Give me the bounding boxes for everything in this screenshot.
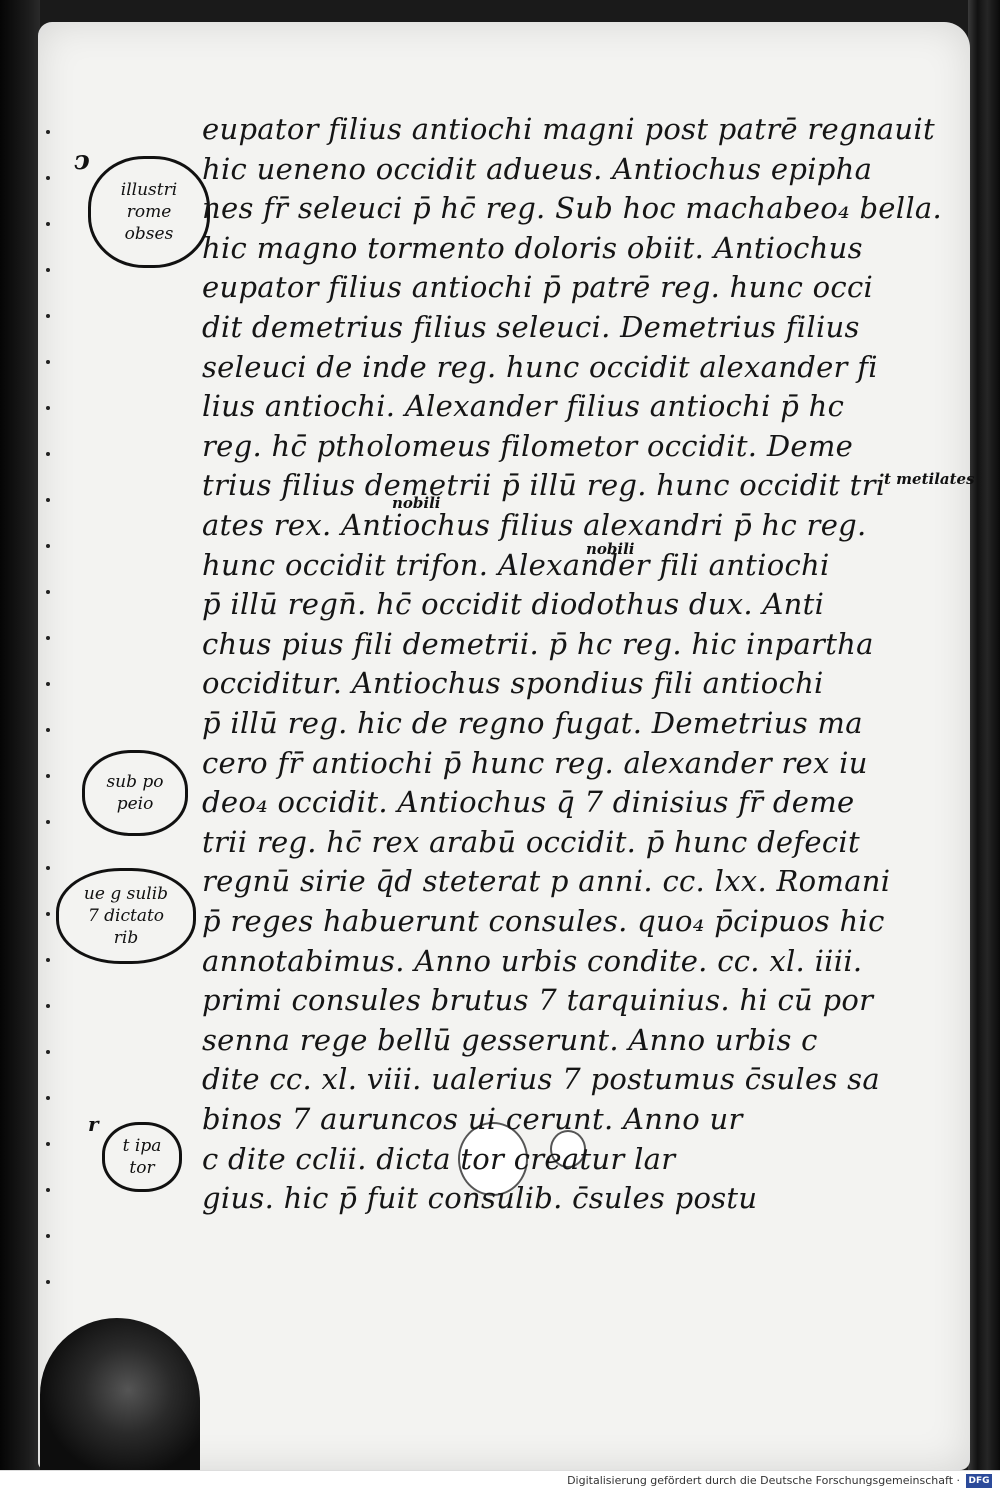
pricking-hole — [46, 728, 50, 732]
manuscript-line: nes fr̄ seleuci p̄ hc̄ reg. Sub hoc mach… — [202, 191, 943, 225]
pricking-hole — [46, 222, 50, 226]
manuscript-line: trius filius demetrii p̄ illū reg. hunc … — [202, 468, 886, 502]
manuscript-line: cero fr̄ antiochi p̄ hunc reg. alexander… — [202, 746, 868, 780]
manuscript-line: dite cc. xl. viii. ualerius 7 postumus c… — [202, 1062, 880, 1096]
marginal-note: sub po peio — [82, 750, 188, 836]
interlinear-gloss: t metilates — [884, 470, 975, 488]
manuscript-line: p̄ illū regn̄. hc̄ occidit diodothus dux… — [202, 587, 825, 621]
pricking-hole — [46, 1050, 50, 1054]
marginal-note: t ipa tor — [102, 1122, 182, 1192]
manuscript-line: hunc occidit trifon. Alexander fili anti… — [202, 548, 830, 582]
parchment-page — [38, 22, 970, 1470]
manuscript-line: senna rege bellū gesserunt. Anno urbis c — [202, 1023, 818, 1057]
pricking-hole — [46, 1234, 50, 1238]
manuscript-line: reg. hc̄ ptholomeus filometor occidit. D… — [202, 429, 854, 463]
marginal-note-line: ue g sulib — [83, 884, 169, 904]
manuscript-line: lius antiochi. Alexander filius antiochi… — [202, 389, 845, 423]
marginal-note-line: sub po — [106, 772, 164, 792]
manuscript-line: hic ueneno occidit adueus. Antiochus epi… — [202, 152, 873, 186]
pricking-hole — [46, 590, 50, 594]
margin-mark: ↄ — [74, 146, 90, 176]
pricking-hole — [46, 360, 50, 364]
manuscript-line: p̄ reges habuerunt consules. quo₄ p̄cipu… — [202, 904, 885, 938]
manuscript-line: primi consules brutus 7 tarquinius. hi c… — [202, 983, 874, 1017]
parchment-hole — [458, 1122, 528, 1196]
manuscript-line: trii reg. hc̄ rex arabū occidit. p̄ hunc… — [202, 825, 860, 859]
thumb-shadow — [40, 1318, 200, 1470]
manuscript-line: hic magno tormento doloris obiit. Antioc… — [202, 231, 863, 265]
manuscript-line: ates rex. Antiochus filius alexandri p̄ … — [202, 508, 867, 542]
marginal-note-line: 7 dictato — [87, 906, 165, 926]
manuscript-line: eupator filius antiochi p̄ patrē reg. hu… — [202, 270, 874, 304]
binding-gutter — [0, 0, 40, 1470]
manuscript-line: binos 7 auruncos ui cerunt. Anno ur — [202, 1102, 743, 1136]
margin-mark: r — [88, 1112, 99, 1136]
manuscript-line: occiditur. Antiochus spondius fili antio… — [202, 666, 824, 700]
page-edge-shadow — [968, 0, 1000, 1470]
pricking-hole — [46, 268, 50, 272]
manuscript-line: seleuci de inde reg. hunc occidit alexan… — [202, 350, 878, 384]
marginal-note-line: rome — [126, 202, 172, 222]
manuscript-line: regnū sirie q̄d steterat p anni. cc. lxx… — [202, 864, 891, 898]
footer-bar: Digitalisierung gefördert durch die Deut… — [0, 1470, 1000, 1493]
pricking-hole — [46, 544, 50, 548]
dfg-logo: DFG — [966, 1474, 992, 1488]
pricking-hole — [46, 820, 50, 824]
manuscript-line: c dite cclii. dicta tor creatur lar — [202, 1142, 676, 1176]
pricking-hole — [46, 498, 50, 502]
funding-credit: Digitalisierung gefördert durch die Deut… — [567, 1474, 960, 1487]
pricking-hole — [46, 1142, 50, 1146]
pricking-hole — [46, 1096, 50, 1100]
pricking-hole — [46, 636, 50, 640]
pricking-hole — [46, 452, 50, 456]
manuscript-line: dit demetrius filius seleuci. Demetrius … — [202, 310, 860, 344]
pricking-hole — [46, 866, 50, 870]
pricking-hole — [46, 1280, 50, 1284]
manuscript-line: gius. hic p̄ fuit consulib. c̄sules post… — [202, 1181, 758, 1215]
manuscript-line: annotabimus. Anno urbis condite. cc. xl.… — [202, 944, 863, 978]
interlinear-gloss: nobili — [586, 540, 635, 558]
pricking-hole — [46, 130, 50, 134]
parchment-hole — [550, 1130, 586, 1168]
manuscript-line: chus pius fili demetrii. p̄ hc reg. hic … — [202, 627, 874, 661]
pricking-hole — [46, 682, 50, 686]
pricking-hole — [46, 958, 50, 962]
interlinear-gloss: nobili — [392, 494, 441, 512]
manuscript-line: p̄ illū reg. hic de regno fugat. Demetri… — [202, 706, 863, 740]
marginal-note-line: t ipa — [122, 1136, 162, 1156]
pricking-hole — [46, 1188, 50, 1192]
marginal-note: illustri rome obses — [88, 156, 210, 268]
pricking-hole — [46, 774, 50, 778]
pricking-hole — [46, 1004, 50, 1008]
marginal-note-line: tor — [129, 1158, 155, 1178]
pricking-hole — [46, 406, 50, 410]
pricking-hole — [46, 314, 50, 318]
marginal-note: ue g sulib 7 dictato rib — [56, 868, 196, 964]
marginal-note-line: obses — [124, 224, 174, 244]
pricking-hole — [46, 176, 50, 180]
manuscript-line: eupator filius antiochi magni post patrē… — [202, 112, 935, 146]
marginal-note-line: peio — [116, 794, 154, 814]
marginal-note-line: illustri — [120, 180, 178, 200]
marginal-note-line: rib — [113, 928, 139, 948]
pricking-hole — [46, 912, 50, 916]
manuscript-line: deo₄ occidit. Antiochus q̄ 7 dinisius fr… — [202, 785, 855, 819]
